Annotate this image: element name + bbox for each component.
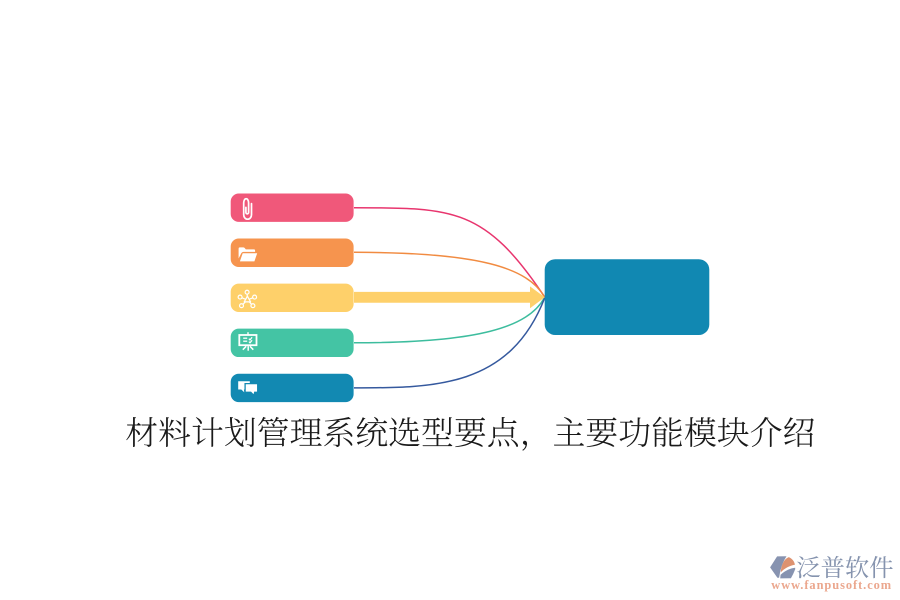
svg-text:www.fanpusoft.com: www.fanpusoft.com: [771, 578, 892, 592]
